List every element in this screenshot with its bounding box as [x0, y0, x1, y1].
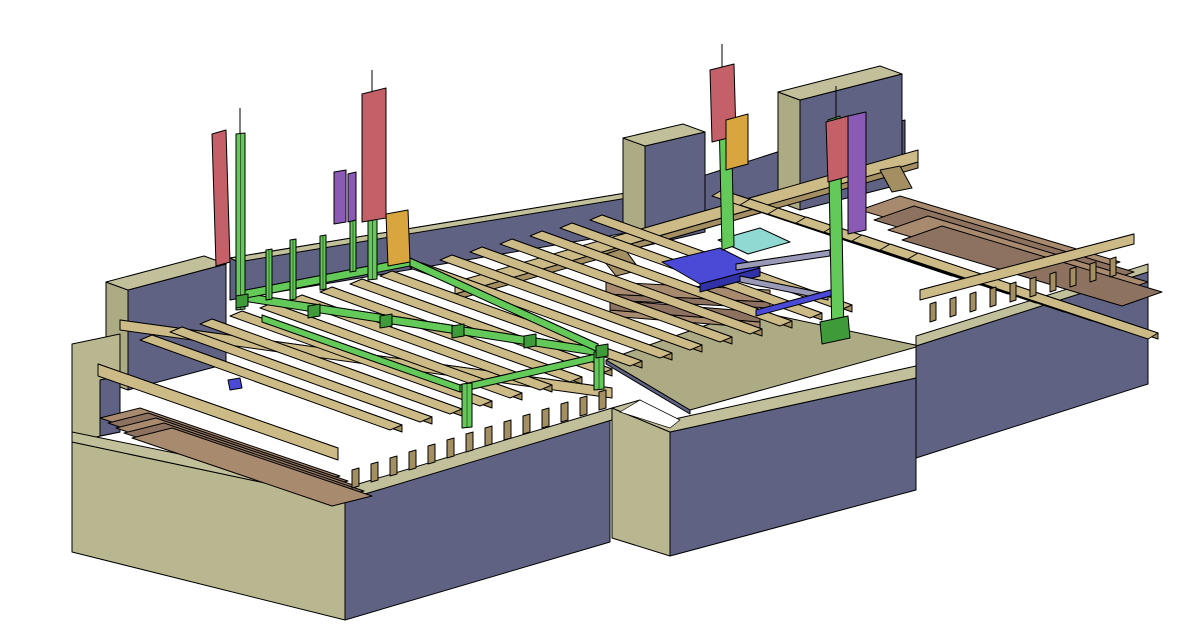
- deck-board-4: [131, 427, 373, 507]
- deck-post-9: [522, 413, 531, 435]
- cross-beam-11-top: [469, 246, 733, 343]
- deck-post-0: [351, 467, 360, 489]
- deck-post-4: [427, 443, 436, 465]
- pillar-centre-cap: [622, 123, 706, 147]
- deck-post-6: [465, 431, 474, 453]
- walkway-beam-far-top: [454, 149, 919, 295]
- right-post-1: [949, 296, 957, 318]
- right-post-0: [929, 301, 937, 323]
- sluice-ramp-edge: [605, 359, 691, 415]
- deck-post-3: [408, 449, 417, 471]
- gantry-clamp-0: [235, 293, 249, 309]
- lift-cylinder-housing: [847, 111, 867, 235]
- hydraulic-cylinder-2: [361, 87, 387, 223]
- gantry-clamp-5: [595, 343, 609, 359]
- deck-post-1: [370, 461, 379, 483]
- gantry-clamp-1: [307, 303, 321, 319]
- gantry-clamp-2: [379, 313, 393, 329]
- deck-post-7: [484, 425, 493, 447]
- cross-beam-7-top: [349, 278, 613, 375]
- lift-cylinder-right: [825, 115, 851, 183]
- deck-post-11: [560, 401, 569, 423]
- hydraulic-cylinder-4: [347, 171, 357, 223]
- right-post-6: [1049, 271, 1057, 293]
- right-post-2: [969, 291, 977, 313]
- left-basin-inner-end: [99, 375, 121, 437]
- walkway-bracket-right: [879, 165, 913, 193]
- cross-beam-12-top: [499, 238, 763, 335]
- deck-post-12: [579, 395, 588, 417]
- deck-post-8: [503, 419, 512, 441]
- timber-deck-right: [711, 189, 1163, 340]
- lift-base-clamp: [819, 315, 851, 345]
- channel-opening: [619, 399, 681, 429]
- stringer-front-top: [97, 363, 339, 461]
- cross-beam-1-top: [169, 326, 433, 423]
- lift-column-icon: [661, 44, 867, 345]
- deck-post-5: [446, 437, 455, 459]
- gantry-clamp-3: [451, 323, 465, 339]
- right-post-8: [1089, 261, 1097, 283]
- hydraulic-cylinder-3: [333, 169, 347, 225]
- cross-beam-10-top: [439, 254, 703, 351]
- gantry-clamp-4: [523, 333, 537, 349]
- lift-drive-motor: [725, 113, 749, 171]
- cross-beam-13-top: [529, 230, 793, 327]
- carriage-platform-edge: [699, 267, 761, 293]
- hydraulic-cylinder-1: [211, 129, 231, 267]
- cross-beam-3-top: [229, 310, 493, 407]
- carriage-top-plate: [717, 227, 791, 255]
- gantry-frame-icon: [211, 70, 609, 429]
- right-post-5: [1029, 276, 1037, 298]
- cross-beam-6-top: [319, 286, 583, 383]
- deck-post-13: [598, 389, 607, 411]
- channel-left-side: [611, 407, 671, 557]
- pillar-left-cap: [105, 255, 227, 291]
- right-post-4: [1009, 281, 1017, 303]
- deck-post-2: [389, 455, 398, 477]
- right-post-9: [1109, 256, 1117, 278]
- right-post-7: [1069, 266, 1077, 288]
- cross-beam-0-top: [139, 334, 403, 431]
- pillar-right-cap: [777, 65, 903, 101]
- deck-post-10: [541, 407, 550, 429]
- right-post-3: [989, 286, 997, 308]
- left-deck-sensor: [227, 377, 243, 391]
- right-stringer-front-top: [919, 233, 1135, 301]
- gantry-drive-motor: [385, 209, 411, 267]
